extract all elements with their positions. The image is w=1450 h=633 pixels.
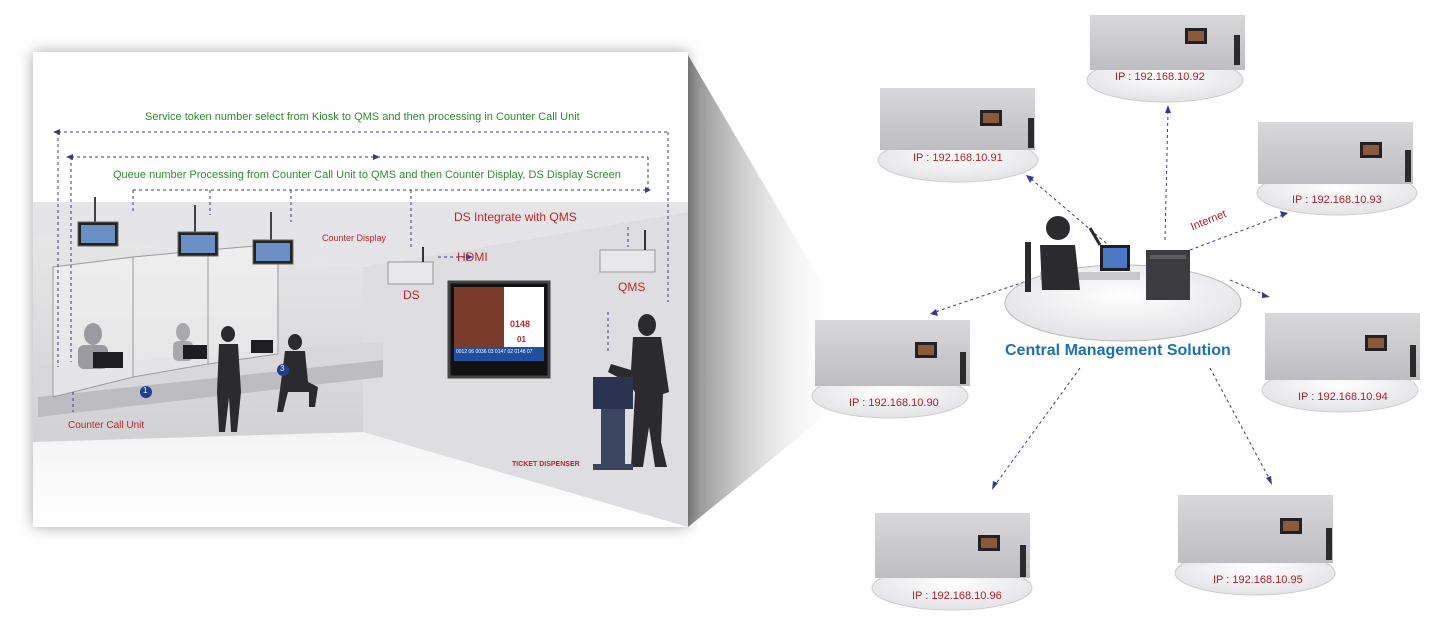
ip-label-91: IP : 192.168.10.91 (913, 152, 1003, 164)
ip-label-93: IP : 192.168.10.93 (1292, 194, 1382, 206)
node-ip-94 (1261, 313, 1420, 413)
flow-arrows (57, 131, 669, 412)
central-management-title: Central Management Solution (1005, 342, 1231, 359)
ds-display-screen (447, 280, 551, 379)
screen-number-main: 0148 (510, 319, 531, 329)
node-ip-91 (877, 88, 1039, 183)
hdmi-label: HDMI (457, 250, 488, 264)
ip-label-96: IP : 192.168.10.96 (912, 590, 1002, 602)
counter-display-label: Counter Display (322, 233, 387, 243)
network-links (934, 109, 1284, 486)
ticket-dispenser-label: TICKET DISPENSER (512, 461, 580, 468)
screen-number-counter: 01 (517, 335, 526, 344)
qms-label: QMS (618, 280, 646, 294)
counter-badge-1: 1 (143, 386, 148, 395)
flow1-text: Service token number select from Kiosk t… (145, 111, 580, 123)
qms-scene-panel: Service token number select from Kiosk t… (33, 52, 688, 527)
scene-art (33, 129, 688, 527)
node-ip-90 (811, 320, 970, 419)
central-operator-figure (1025, 216, 1190, 300)
ip-label-92: IP : 192.168.10.92 (1115, 71, 1205, 83)
counter-badge-3: 3 (280, 364, 285, 373)
node-ip-95 (1174, 495, 1336, 596)
node-ip-92 (1086, 15, 1245, 103)
screen-queue-row: 0012 06 0036 03 0147 02 0148 07 (456, 349, 533, 355)
node-ip-96 (871, 513, 1033, 611)
node-ip-93 (1256, 122, 1418, 216)
ds-label: DS (403, 288, 420, 302)
flow2-text: Queue number Processing from Counter Cal… (113, 169, 621, 181)
ip-label-95: IP : 192.168.10.95 (1213, 574, 1303, 586)
ip-label-90: IP : 192.168.10.90 (849, 397, 939, 409)
counter-display-screens (77, 197, 294, 265)
ds-integrate-text: DS Integrate with QMS (454, 210, 577, 224)
counter-call-unit-label: Counter Call Unit (68, 420, 145, 431)
ip-label-94: IP : 192.168.10.94 (1298, 391, 1388, 403)
